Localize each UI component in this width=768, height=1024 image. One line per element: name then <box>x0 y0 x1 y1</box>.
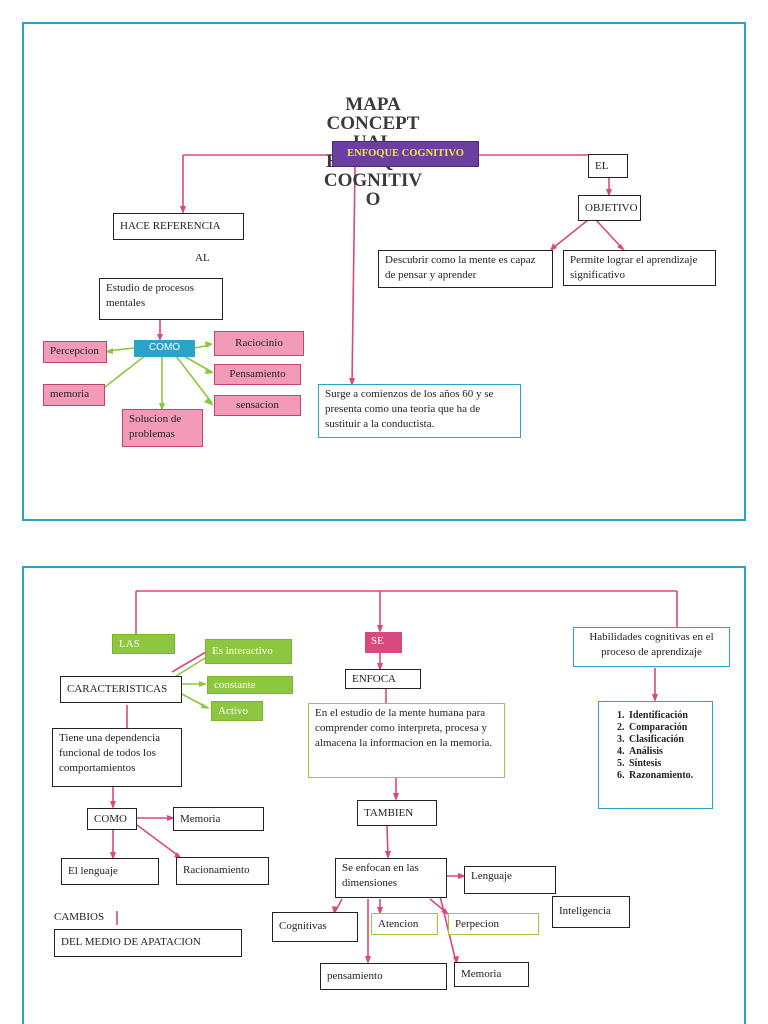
node-se: SE <box>365 632 402 653</box>
node-perpecion: Perpecion <box>448 913 539 935</box>
node-surge: Surge a comienzos de los años 60 y se pr… <box>318 384 521 438</box>
node-hace-referencia: HACE REFERENCIA <box>113 213 244 240</box>
connector-word-al: AL <box>195 252 210 264</box>
node-pensamiento: Pensamiento <box>214 364 301 385</box>
node-medio-adaptacion: DEL MEDIO DE APATACION <box>54 929 242 957</box>
concept-map-panel-top <box>22 22 746 521</box>
node-activo: Activo <box>211 701 263 721</box>
node-como: COMO <box>134 340 195 357</box>
node-solucion-problemas: Solucion de problemas <box>122 409 203 447</box>
node-memoria: memoria <box>43 384 105 406</box>
node-cognitivas: Cognitivas <box>272 912 358 942</box>
skill-item: Identificación <box>627 710 706 722</box>
node-raciocinio: Raciocinio <box>214 331 304 356</box>
skill-item: Clasificación <box>627 734 706 746</box>
node-el: EL <box>588 154 628 178</box>
label-cambios: CAMBIOS <box>54 911 105 923</box>
node-constante: constante <box>207 676 293 694</box>
node-habilidades: Habilidades cognitivas en el proceso de … <box>573 627 730 667</box>
node-memoria-dim: Memoria <box>454 962 529 987</box>
node-permite: Permite lograr el aprendizaje significat… <box>563 250 716 286</box>
node-descubrir: Descubrir como la mente es capaz de pens… <box>378 250 553 288</box>
node-objetivo: OBJETIVO <box>578 195 641 221</box>
node-percepcion: Percepcion <box>43 341 107 363</box>
node-tambien: TAMBIEN <box>357 800 437 826</box>
node-lenguaje: El lenguaje <box>61 858 159 885</box>
skill-item: Síntesis <box>627 758 706 770</box>
node-como-bottom: COMO <box>87 808 137 830</box>
node-memoria-bottom: Memoria <box>173 807 264 831</box>
node-inteligencia: Inteligencia <box>552 896 630 928</box>
skill-item: Análisis <box>627 746 706 758</box>
node-enfoca: ENFOCA <box>345 669 421 689</box>
node-caracteristicas: CARACTERISTICAS <box>60 676 182 703</box>
skill-item: Razonamiento. <box>627 770 706 782</box>
skill-item: Comparación <box>627 722 706 734</box>
node-las: LAS <box>112 634 175 654</box>
node-sensacion: sensacion <box>214 395 301 416</box>
skills-ordered-list: IdentificaciónComparaciónClasificaciónAn… <box>605 710 706 782</box>
node-es-interactivo: Es interactivo <box>205 639 292 664</box>
node-dependencia: Tiene una dependencia funcional de todos… <box>52 728 182 787</box>
node-estudio-mente: En el estudio de la mente humana para co… <box>308 703 505 778</box>
node-racionamiento: Racionamiento <box>176 857 269 885</box>
node-atencion: Atencion <box>371 913 438 935</box>
node-lenguaje-dim: Lenguaje <box>464 866 556 894</box>
central-concept-label: ENFOQUE COGNITIVO <box>332 141 479 167</box>
node-pensamiento-dim: pensamiento <box>320 963 447 990</box>
concept-map-panel-bottom <box>22 566 746 1024</box>
node-estudio-procesos: Estudio de procesos mentales <box>99 278 223 320</box>
node-skills-list: IdentificaciónComparaciónClasificaciónAn… <box>598 701 713 809</box>
node-dimensiones: Se enfocan en las dimensiones <box>335 858 447 898</box>
